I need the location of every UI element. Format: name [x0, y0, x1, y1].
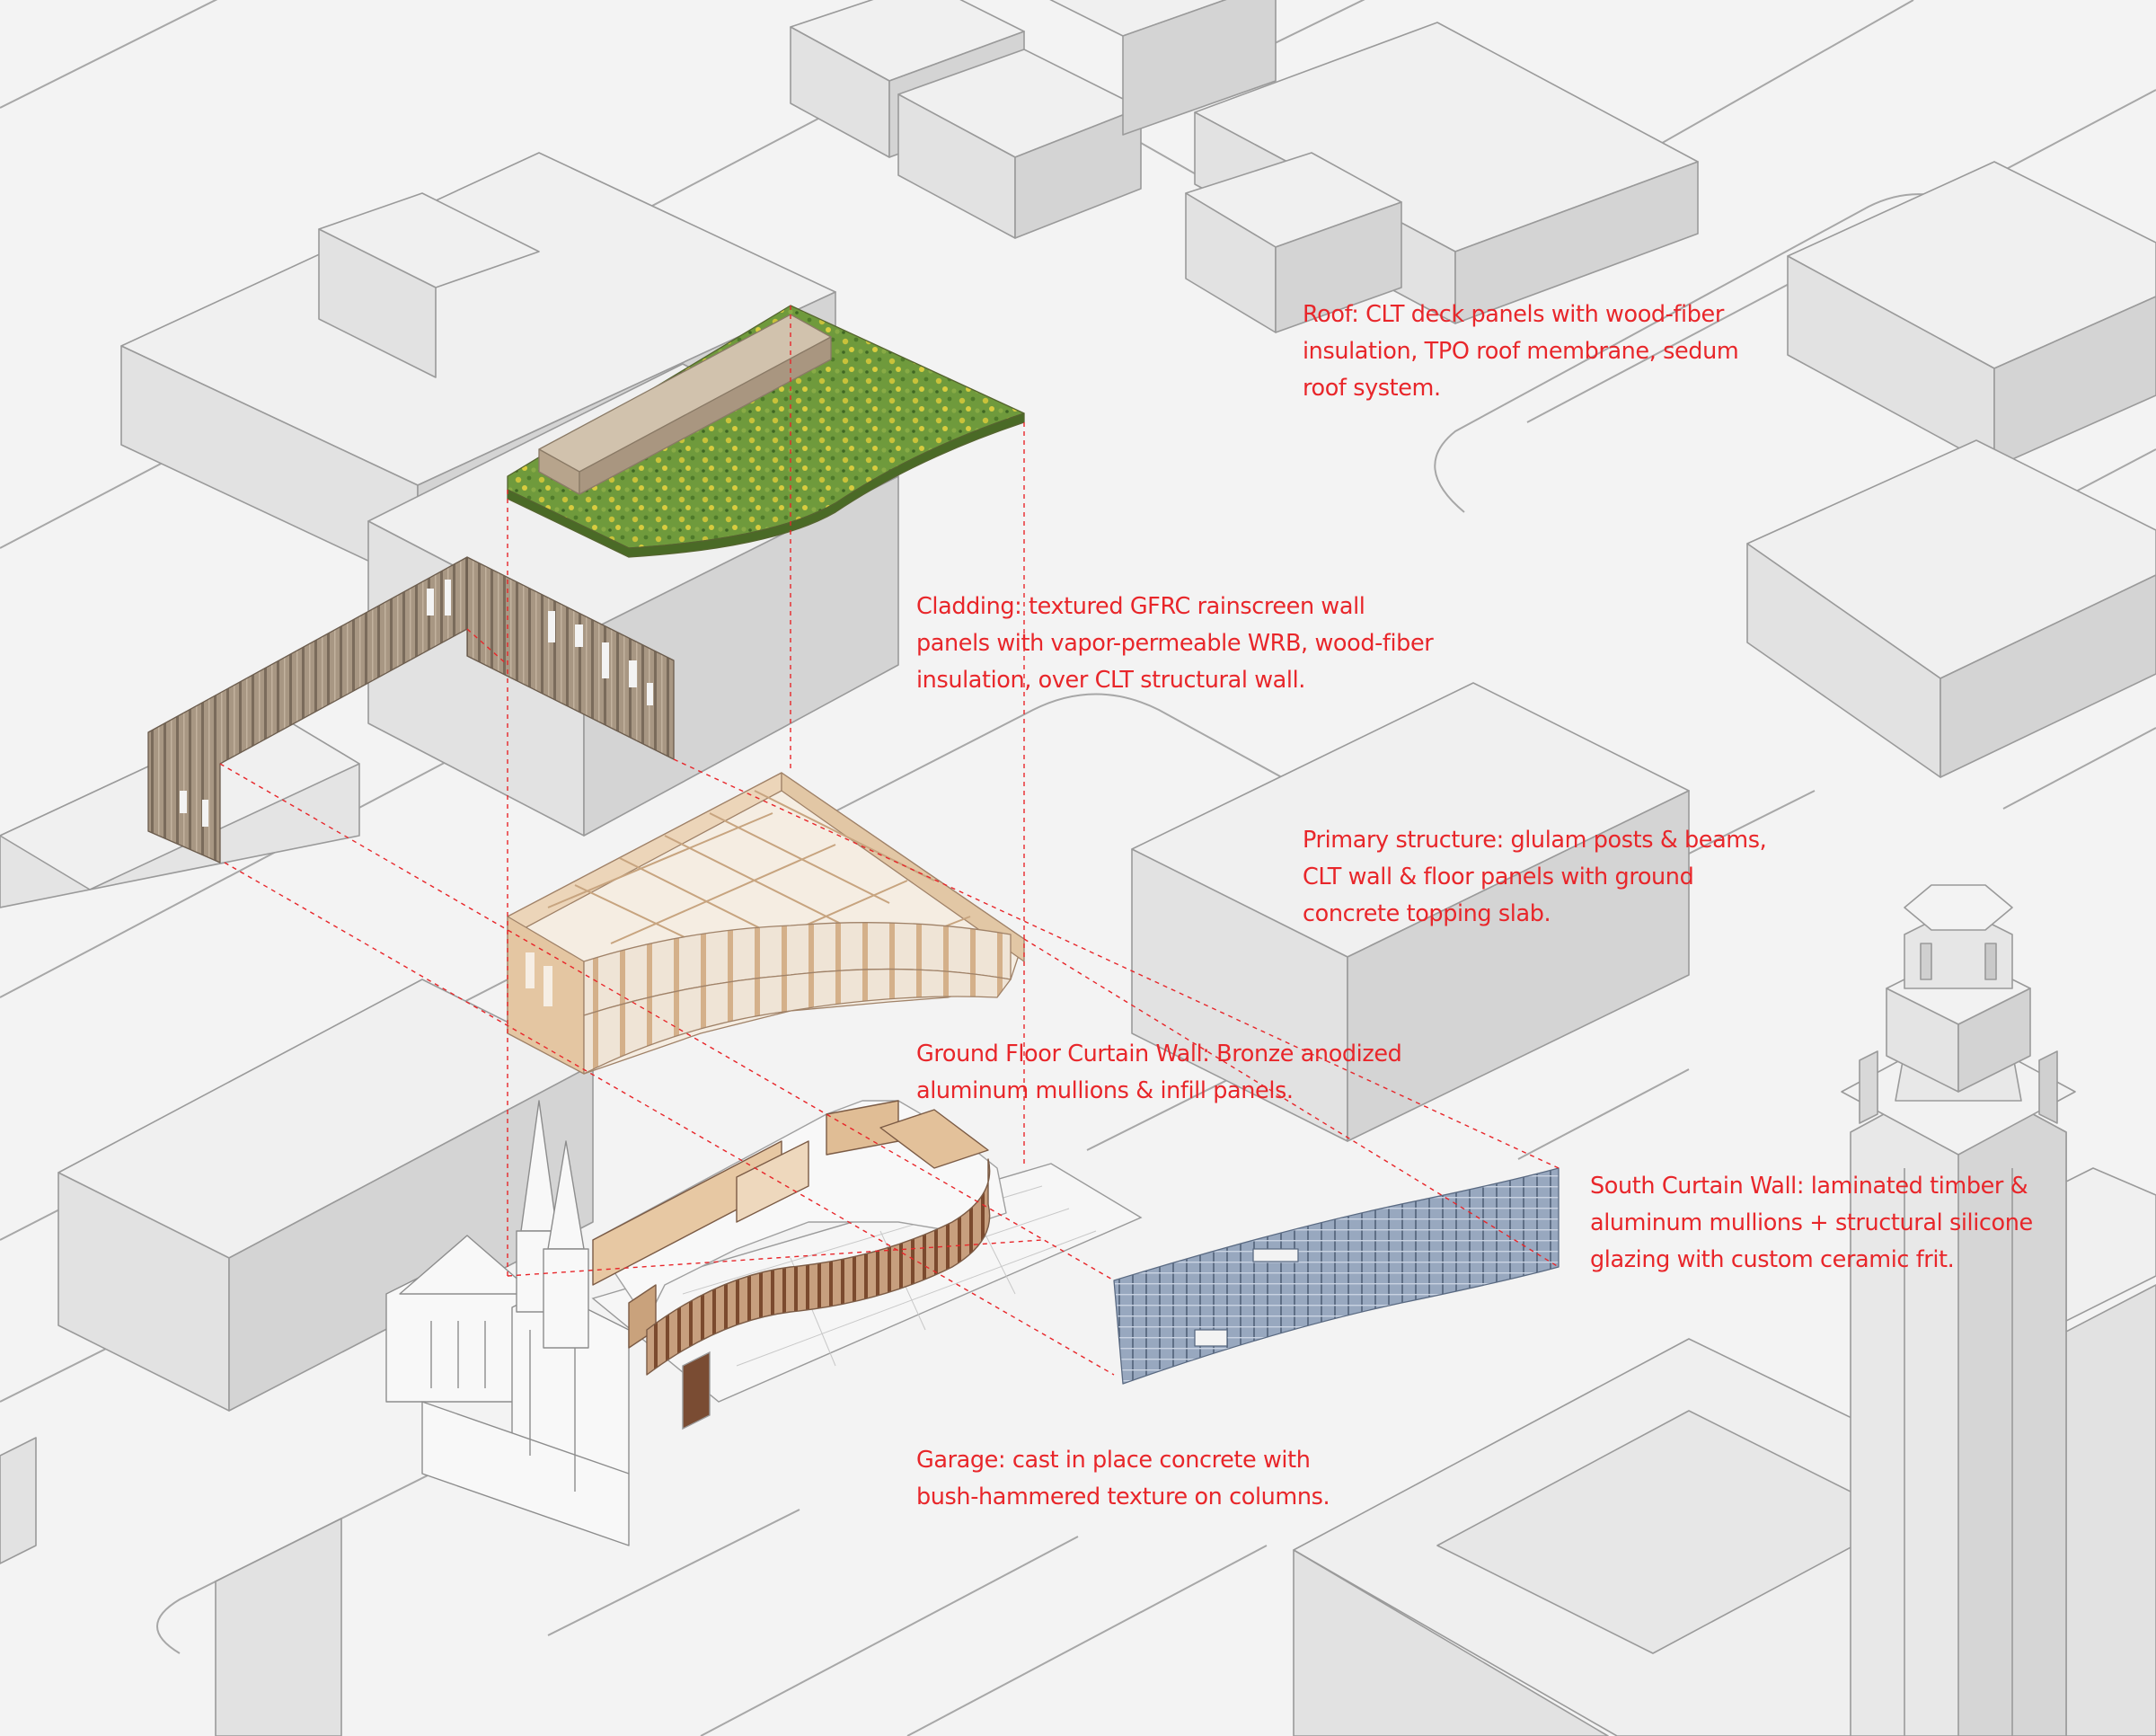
callout-south-curtain-wall: South Curtain Wall: laminated timber & a…	[1590, 1168, 2033, 1279]
context-building-top-3	[1049, 0, 1277, 136]
callout-south-cw-line-1: South Curtain Wall: laminated timber &	[1590, 1173, 2028, 1200]
callout-structure-line-2: CLT wall & floor panels with ground	[1303, 864, 1694, 890]
callout-south-cw-line-3: glazing with custom ceramic frit.	[1590, 1246, 1955, 1273]
church	[385, 1100, 630, 1546]
context-building-bottom-left	[0, 1437, 342, 1736]
context-building-right-top	[1787, 161, 2156, 468]
callout-primary-structure: Primary structure: glulam posts & beams,…	[1303, 822, 1767, 933]
context-building-bottom-right	[1293, 1338, 2004, 1736]
context-building-right-mid	[1746, 439, 2156, 778]
ground-floor-curtain-wall	[592, 1100, 1007, 1376]
roof-assembly	[507, 305, 1025, 558]
context-building-top-5	[1185, 152, 1402, 333]
callout-ground-cw-line-1: Ground Floor Curtain Wall: Bronze anodiz…	[916, 1041, 1402, 1067]
primary-structure	[507, 772, 1025, 1075]
callout-ground-cw-line-2: aluminum mullions & infill panels.	[916, 1077, 1294, 1104]
callout-structure-line-1: Primary structure: glulam posts & beams,	[1303, 827, 1767, 854]
callout-garage-line-2: bush-hammered texture on columns.	[916, 1484, 1330, 1510]
south-curtain-wall	[1113, 1167, 1560, 1385]
callout-roof-line-3: roof system.	[1303, 375, 1441, 402]
callout-garage-line-1: Garage: cast in place concrete with	[916, 1447, 1311, 1474]
callout-cladding-line-2: panels with vapor-permeable WRB, wood-fi…	[916, 630, 1434, 657]
callout-cladding: Cladding: textured GFRC rainscreen wall …	[916, 589, 1434, 699]
callout-roof: Roof: CLT deck panels with wood-fiber in…	[1303, 297, 1739, 407]
callout-cladding-line-1: Cladding: textured GFRC rainscreen wall	[916, 593, 1365, 620]
context-building-left-bottom	[57, 979, 594, 1412]
cladding-panels	[147, 556, 675, 864]
context-building-left-tall	[318, 192, 540, 378]
callout-ground-floor-curtain-wall: Ground Floor Curtain Wall: Bronze anodiz…	[916, 1036, 1402, 1110]
callout-cladding-line-3: insulation, over CLT structural wall.	[916, 667, 1305, 694]
callout-south-cw-line-2: aluminum mullions + structural silicone	[1590, 1209, 2033, 1236]
callout-garage: Garage: cast in place concrete with bush…	[916, 1442, 1330, 1516]
projection-lines	[219, 306, 1560, 1376]
tower	[1841, 884, 2076, 1736]
context-building-center-right	[1131, 682, 1690, 1142]
callout-roof-line-1: Roof: CLT deck panels with wood-fiber	[1303, 301, 1724, 328]
callout-structure-line-3: concrete topping slab.	[1303, 900, 1551, 927]
callout-roof-line-2: insulation, TPO roof membrane, sedum	[1303, 338, 1739, 365]
